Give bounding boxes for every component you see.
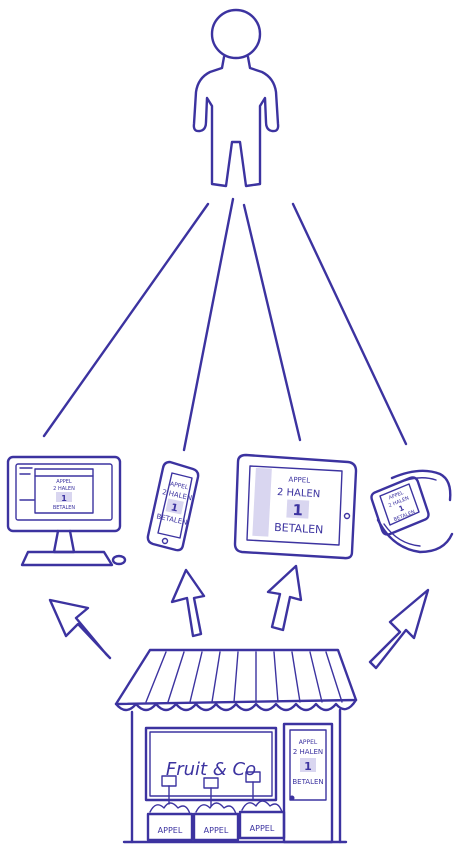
screen-line: BETALEN — [292, 778, 323, 786]
screen-line: 2 HALEN — [53, 486, 75, 492]
crate-label: APPEL — [204, 826, 229, 835]
shop-sign: Fruit & Co — [166, 759, 256, 780]
tablet-icon: APPEL 2 HALEN 1 BETALEN — [235, 455, 356, 558]
watch-screen: APPEL 2 HALEN 1 BETALEN — [385, 489, 416, 523]
connection-lines — [44, 199, 406, 450]
arrow-up-left-icon — [50, 600, 110, 658]
screen-line: APPEL — [299, 739, 318, 746]
screen-line: APPEL — [56, 479, 72, 485]
screen-line: 2 HALEN — [277, 487, 321, 500]
screen-line: 1 — [292, 501, 303, 520]
tablet-screen: APPEL 2 HALEN 1 BETALEN — [252, 468, 326, 540]
fruit-crate: APPEL — [240, 801, 284, 838]
smartwatch-icon: APPEL 2 HALEN 1 BETALEN — [372, 471, 453, 552]
arrow-up-icon — [172, 570, 204, 636]
fruit-crate: APPEL — [148, 803, 192, 840]
screen-line: 2 HALEN — [293, 748, 323, 756]
screen-line: APPEL — [288, 476, 310, 485]
fruit-crate: APPEL — [194, 803, 238, 840]
crate-label: APPEL — [250, 824, 275, 833]
smartphone-icon: APPEL 2 HALEN 1 BETALEN — [148, 462, 198, 550]
arrow-up-right-icon — [370, 590, 428, 668]
person-icon — [194, 10, 278, 186]
arrow-up-icon — [268, 566, 301, 630]
screen-line: 1 — [61, 494, 67, 503]
crate-label: APPEL — [158, 826, 183, 835]
screen-line: BETALEN — [53, 505, 76, 511]
screen-line: BETALEN — [274, 521, 324, 537]
desktop-computer-icon: APPEL 2 HALEN 1 BETALEN — [8, 457, 125, 565]
desktop-screen: APPEL 2 HALEN 1 BETALEN — [53, 479, 76, 511]
screen-line: 1 — [304, 760, 312, 773]
door-screen: APPEL 2 HALEN 1 BETALEN — [292, 739, 323, 786]
